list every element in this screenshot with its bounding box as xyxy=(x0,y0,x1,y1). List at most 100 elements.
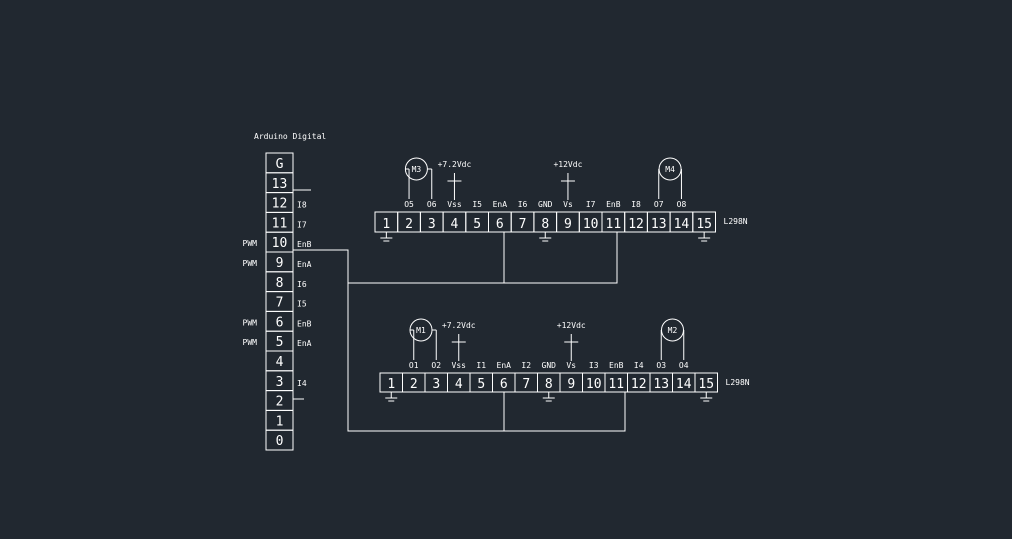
driver-pin-number: 14 xyxy=(676,377,692,392)
driver-pin-label: O7 xyxy=(654,200,664,209)
driver-pin-number: 7 xyxy=(519,217,527,232)
arduino-pin-number: 4 xyxy=(276,355,284,370)
motor-label: M4 xyxy=(665,165,675,174)
driver-pin-number: 8 xyxy=(545,377,553,392)
driver-pin-label: O3 xyxy=(656,361,666,370)
driver-pin-label: I2 xyxy=(521,361,531,370)
driver-pin-label: EnA xyxy=(493,200,508,209)
pwm-label: PWM xyxy=(243,259,258,268)
driver-pin-number: 15 xyxy=(698,377,714,392)
driver-pin-number: 2 xyxy=(405,217,413,232)
supply-voltage-label: +7.2Vdc xyxy=(438,160,472,169)
motor-label: M1 xyxy=(416,326,426,335)
wire-en-bottom xyxy=(347,283,626,432)
arduino-pin-number: G xyxy=(276,157,284,172)
arduino-pin-number: 2 xyxy=(276,395,284,410)
pwm-label: PWM xyxy=(243,338,258,347)
driver-pin-number: 1 xyxy=(382,217,390,232)
driver-pin-number: 9 xyxy=(567,377,575,392)
driver-pin-number: 3 xyxy=(432,377,440,392)
arduino-signal-label: EnB xyxy=(297,319,312,328)
arduino-pin-number: 11 xyxy=(272,216,288,231)
arduino-pin-number: 0 xyxy=(276,434,284,449)
driver-pin-label: O4 xyxy=(679,361,689,370)
arduino-pin-number: 8 xyxy=(276,276,284,291)
arduino-pin-number: 10 xyxy=(272,236,288,251)
driver-pin-label: I8 xyxy=(631,200,641,209)
driver-pin-number: 4 xyxy=(455,377,463,392)
driver-pin-label: I6 xyxy=(518,200,528,209)
arduino-pin-number: 13 xyxy=(272,177,288,192)
arduino-pin-number: 5 xyxy=(276,335,284,350)
driver-pin-label: I4 xyxy=(634,361,644,370)
driver-pin-number: 4 xyxy=(451,217,459,232)
driver-pin-number: 6 xyxy=(496,217,504,232)
driver-pin-number: 12 xyxy=(628,217,644,232)
arduino-signal-label: EnA xyxy=(297,339,312,348)
arduino-signal-label: I7 xyxy=(297,220,307,229)
driver-pin-number: 13 xyxy=(653,377,669,392)
driver-pin-number: 11 xyxy=(606,217,622,232)
driver-pin-label: GND xyxy=(542,361,557,370)
driver-pin-label: I7 xyxy=(586,200,596,209)
arduino-title: Arduino Digital xyxy=(254,132,326,141)
driver-pin-number: 11 xyxy=(608,377,624,392)
driver-pin-number: 3 xyxy=(428,217,436,232)
driver-pin-number: 13 xyxy=(651,217,667,232)
arduino-signal-label: EnB xyxy=(297,240,312,249)
driver-pin-label: I5 xyxy=(472,200,482,209)
driver-pin-label: Vss xyxy=(452,361,467,370)
driver-pin-label: O5 xyxy=(404,200,414,209)
arduino-pin-number: 3 xyxy=(276,375,284,390)
driver-pin-number: 7 xyxy=(522,377,530,392)
driver-pin-number: 5 xyxy=(477,377,485,392)
driver-pin-number: 14 xyxy=(674,217,690,232)
driver-pin-number: 15 xyxy=(696,217,712,232)
arduino-pin-number: 7 xyxy=(276,296,284,311)
pwm-label: PWM xyxy=(243,239,258,248)
arduino-pin-number: 1 xyxy=(276,414,284,429)
driver-pin-label: O1 xyxy=(409,361,419,370)
driver-pin-number: 5 xyxy=(473,217,481,232)
arduino-signal-label: I8 xyxy=(297,201,307,210)
wiring xyxy=(293,189,626,432)
driver-pin-label: EnB xyxy=(606,200,621,209)
wire-enb-top xyxy=(293,232,618,284)
motor-label: M3 xyxy=(412,165,422,174)
driver-pin-label: Vs xyxy=(563,200,573,209)
motor-label: M2 xyxy=(668,326,678,335)
driver-name: L298N xyxy=(726,378,750,387)
arduino-signal-label: I6 xyxy=(297,280,307,289)
driver-pin-label: EnB xyxy=(609,361,624,370)
arduino-pin-number: 12 xyxy=(272,197,288,212)
supply-voltage-label: +12Vdc xyxy=(553,160,582,169)
driver-pin-number: 8 xyxy=(541,217,549,232)
driver-pin-label: I1 xyxy=(476,361,486,370)
driver-pin-number: 10 xyxy=(583,217,599,232)
arduino-signal-label: I5 xyxy=(297,300,307,309)
supply-voltage-label: +12Vdc xyxy=(557,321,586,330)
driver-name: L298N xyxy=(724,217,748,226)
driver-pin-number: 6 xyxy=(500,377,508,392)
driver-pin-label: I3 xyxy=(589,361,599,370)
arduino-pin-number: 9 xyxy=(276,256,284,271)
driver-pin-label: EnA xyxy=(497,361,512,370)
driver-pin-label: O2 xyxy=(431,361,441,370)
driver-pin-label: Vs xyxy=(566,361,576,370)
driver-pin-number: 10 xyxy=(586,377,602,392)
arduino-pin-0 xyxy=(265,429,294,451)
arduino-signal-label: EnA xyxy=(297,260,312,269)
arduino-signal-label: I4 xyxy=(297,379,307,388)
driver-pin-label: GND xyxy=(538,200,553,209)
driver-pin-number: 9 xyxy=(564,217,572,232)
driver-pin-number: 2 xyxy=(410,377,418,392)
driver-pin-number: 12 xyxy=(631,377,647,392)
supply-voltage-label: +7.2Vdc xyxy=(442,321,476,330)
arduino-pin-number: 6 xyxy=(276,315,284,330)
driver-pin-number: 1 xyxy=(387,377,395,392)
driver-pin-label: O6 xyxy=(427,200,437,209)
